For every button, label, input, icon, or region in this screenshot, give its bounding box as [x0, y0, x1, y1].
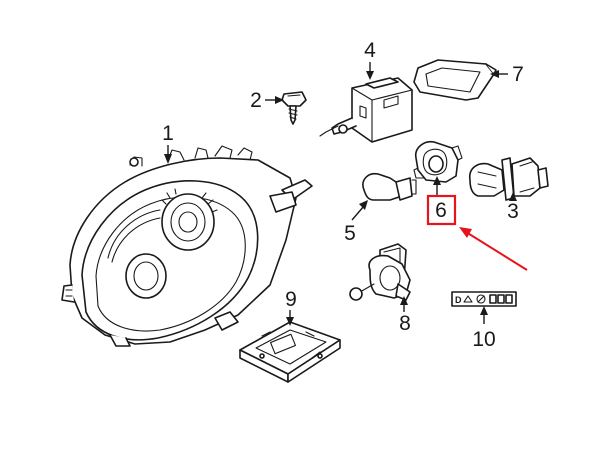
warning-label-text: D [455, 295, 462, 305]
callout-5: 5 [344, 222, 356, 245]
callout-8: 8 [399, 312, 411, 335]
leader-lines [164, 62, 517, 326]
callout-1: 1 [162, 122, 174, 145]
callout-2: 2 [250, 89, 262, 112]
callout-10: 10 [472, 328, 495, 351]
xenon-bulb-icon [319, 77, 413, 143]
headlamp-housing-icon [61, 145, 313, 347]
callout-9: 9 [285, 288, 297, 311]
callout-3: 3 [507, 200, 519, 223]
highlight-callout-6 [426, 194, 528, 271]
callout-numbers: 1 2 3 4 5 6 7 8 9 10 [162, 39, 524, 351]
callout-6: 6 [435, 199, 447, 222]
callout-7: 7 [512, 63, 524, 86]
cover-cap-icon [413, 59, 497, 101]
bulb-socket-icon [413, 140, 463, 183]
callout-4: 4 [364, 39, 376, 62]
turn-signal-bulb-icon [362, 172, 417, 201]
screw-icon [281, 91, 307, 125]
ballast-control-unit-icon [239, 321, 341, 383]
h4-bulb-icon [468, 157, 549, 201]
warning-label-icon: D [451, 291, 517, 307]
fog-bulb-icon [349, 243, 411, 301]
